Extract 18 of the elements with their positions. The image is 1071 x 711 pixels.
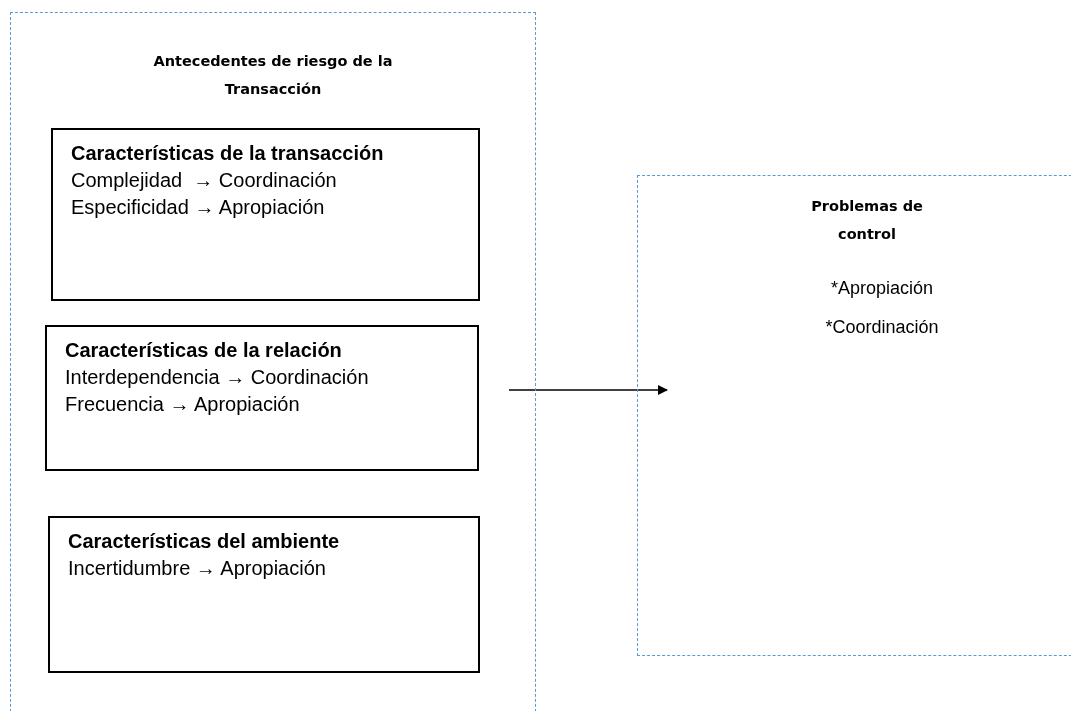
box-text: Complejidad → Coordinación: [71, 168, 338, 193]
box-text: Frecuencia → Apropiación: [65, 392, 301, 417]
group-heading: Problemas de control: [810, 197, 924, 244]
problem-item: *Coordinación: [824, 317, 940, 338]
box-heading: Características de la relación: [65, 338, 343, 363]
problem-item: *Apropiación: [829, 278, 935, 299]
box-text: Especificidad → Apropiación: [71, 195, 326, 220]
box-heading: Características del ambiente: [68, 529, 341, 554]
process-box: [51, 128, 480, 301]
process-box: [48, 516, 480, 673]
group-heading: Antecedentes de riesgo de la Transacción: [152, 52, 394, 99]
dashed-group-frame: [10, 12, 536, 711]
box-text: Interdependencia → Coordinación: [65, 365, 370, 390]
arrow: [508, 385, 668, 395]
box-text: Incertidumbre → Apropiación: [68, 556, 327, 581]
process-box: [45, 325, 479, 471]
dashed-group-frame: [637, 175, 1071, 656]
box-heading: Características de la transacción: [71, 141, 385, 166]
